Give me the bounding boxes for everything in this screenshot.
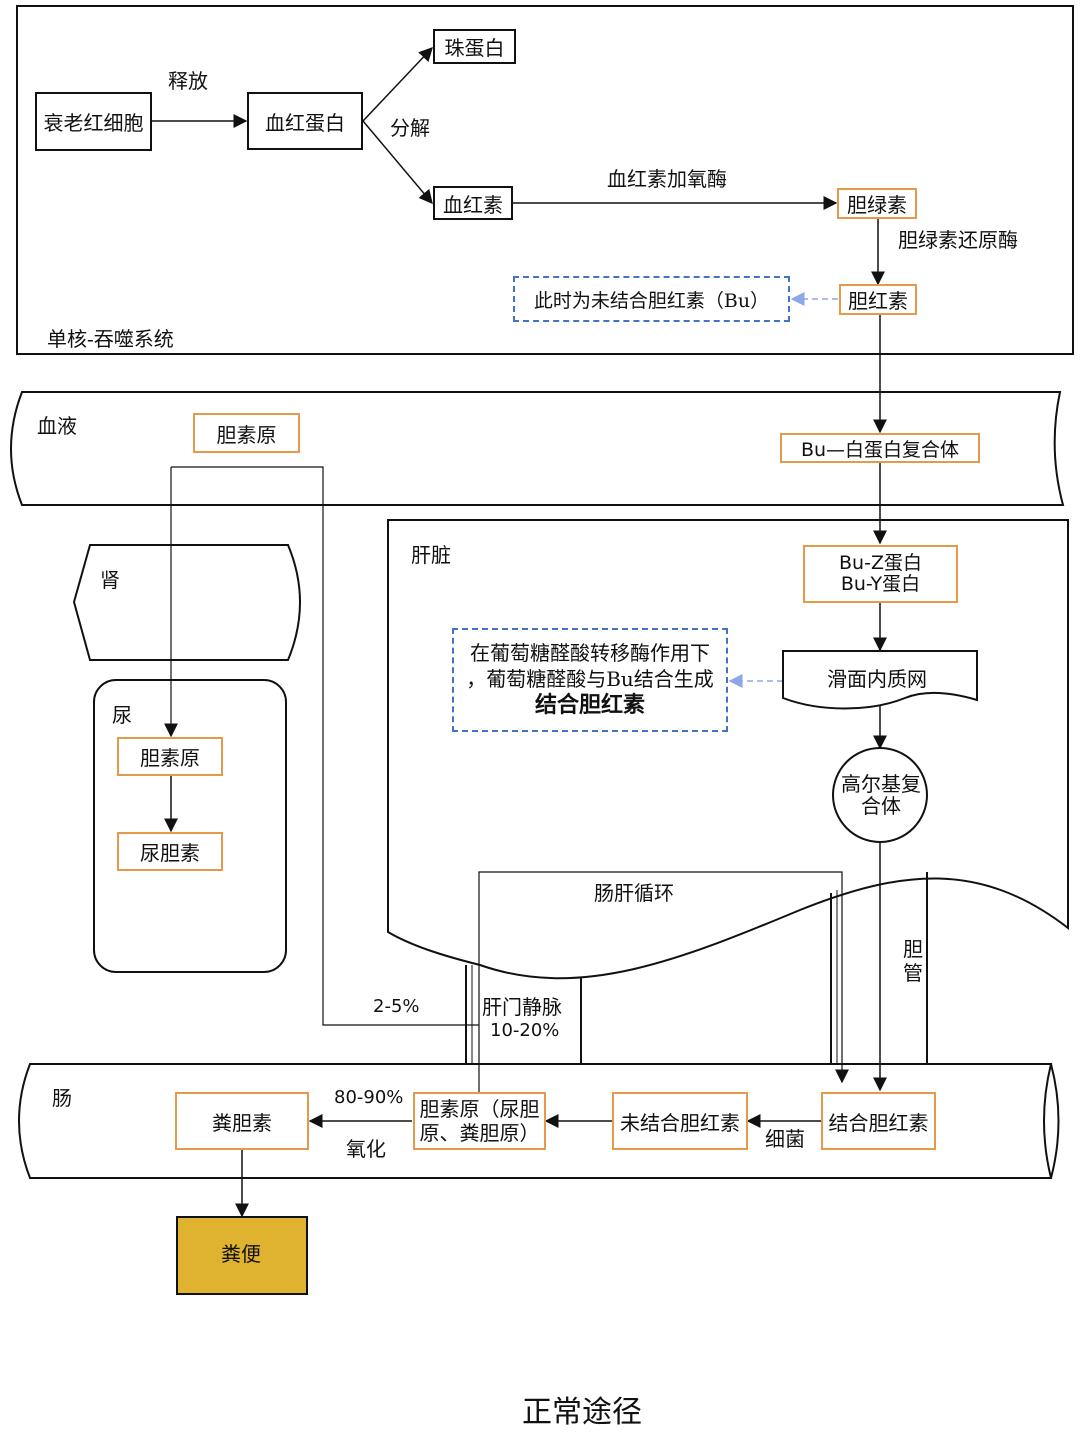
bu-y-protein: Bu-Y蛋白 (840, 573, 921, 595)
node-hemoglobin: 血红蛋白 (247, 92, 363, 150)
note-conjugation: 在葡萄糖醛酸转移酶作用下 ，葡萄糖醛酸与Bu结合生成 结合胆红素 (452, 628, 728, 732)
node-intestine-bilinogen: 胆素原（尿胆 原、粪胆原） (413, 1092, 546, 1150)
edge-label-feces-pct: 80-90% (334, 1087, 404, 1108)
arrow-hemoglobin-to-heme (362, 120, 433, 205)
edge-label-bile-duct-2: 管 (903, 961, 923, 985)
urine-return-path (171, 466, 479, 1026)
diagram-title: 正常途径 (522, 1395, 642, 1430)
edge-label-portal-vein: 肝门静脉 (482, 995, 562, 1019)
edge-label-biliverdin-reductase: 胆绿素还原酶 (898, 228, 1018, 252)
intestine-bilinogen-line-1: 胆素原（尿胆 (419, 1097, 540, 1121)
node-urobilin: 尿胆素 (117, 832, 223, 871)
node-stercobilin: 粪胆素 (175, 1092, 309, 1150)
node-biliverdin: 胆绿素 (837, 188, 917, 219)
node-ser: 滑面内质网 (827, 667, 927, 691)
region-label-blood: 血液 (37, 414, 77, 438)
node-conjugated-bilirubin: 结合胆红素 (821, 1092, 936, 1150)
node-urine-bilinogen: 胆素原 (117, 737, 223, 776)
golgi-line-2: 合体 (861, 794, 901, 818)
node-golgi: 高尔基复 合体 (835, 770, 927, 820)
edge-label-bile-duct-1: 胆 (903, 937, 923, 961)
blood-region (10, 391, 1065, 506)
node-bilirubin: 胆红素 (839, 284, 917, 315)
note-conjugation-line-2: ，葡萄糖醛酸与Bu结合生成 (466, 666, 714, 691)
edge-label-decompose: 分解 (390, 116, 430, 140)
note-conjugation-line-1: 在葡萄糖醛酸转移酶作用下 (469, 640, 710, 665)
node-feces: 粪便 (221, 1242, 261, 1266)
node-blood-bilinogen: 胆素原 (193, 413, 300, 453)
region-label-kidney: 肾 (100, 568, 120, 592)
node-bu-binding-proteins: Bu-Z蛋白 Bu-Y蛋白 (803, 545, 958, 603)
node-aged-rbc: 衰老红细胞 (35, 92, 152, 151)
region-label-mps: 单核-吞噬系统 (47, 327, 174, 351)
liver-region (387, 519, 1069, 980)
node-heme: 血红素 (433, 186, 513, 220)
urine-region (93, 679, 287, 973)
edge-label-heme-oxygenase: 血红素加氧酶 (607, 167, 727, 191)
mps-region (16, 5, 1074, 355)
enterohepatic-loop (478, 871, 849, 1092)
bu-z-protein: Bu-Z蛋白 (839, 552, 922, 575)
edge-label-urine-pct: 2-5% (373, 996, 420, 1017)
kidney-region (72, 544, 301, 661)
edge-label-enterohepatic: 肠肝循环 (594, 881, 674, 905)
edge-label-oxidation: 氧化 (346, 1137, 386, 1161)
node-unconjugated-bilirubin: 未结合胆红素 (612, 1092, 748, 1150)
golgi-line-1: 高尔基复 (841, 772, 921, 796)
arrow-hemoglobin-to-globin (362, 46, 433, 122)
node-globin: 珠蛋白 (433, 29, 516, 64)
edge-label-bacteria: 细菌 (765, 1127, 805, 1151)
edge-label-portal-pct: 10-20% (490, 1020, 560, 1041)
note-unconjugated: 此时为未结合胆红素（Bu） (513, 276, 790, 322)
note-conjugation-line-3: 结合胆红素 (534, 692, 645, 718)
edge-label-release: 释放 (168, 69, 208, 93)
region-label-intestine: 肠 (52, 1086, 72, 1110)
intestine-end-cap (1050, 1063, 1060, 1179)
region-label-urine: 尿 (112, 703, 132, 727)
node-bu-albumin: Bu—白蛋白复合体 (780, 433, 980, 463)
region-label-liver: 肝脏 (411, 543, 451, 567)
intestine-bilinogen-line-2: 原、粪胆原） (419, 1121, 540, 1145)
